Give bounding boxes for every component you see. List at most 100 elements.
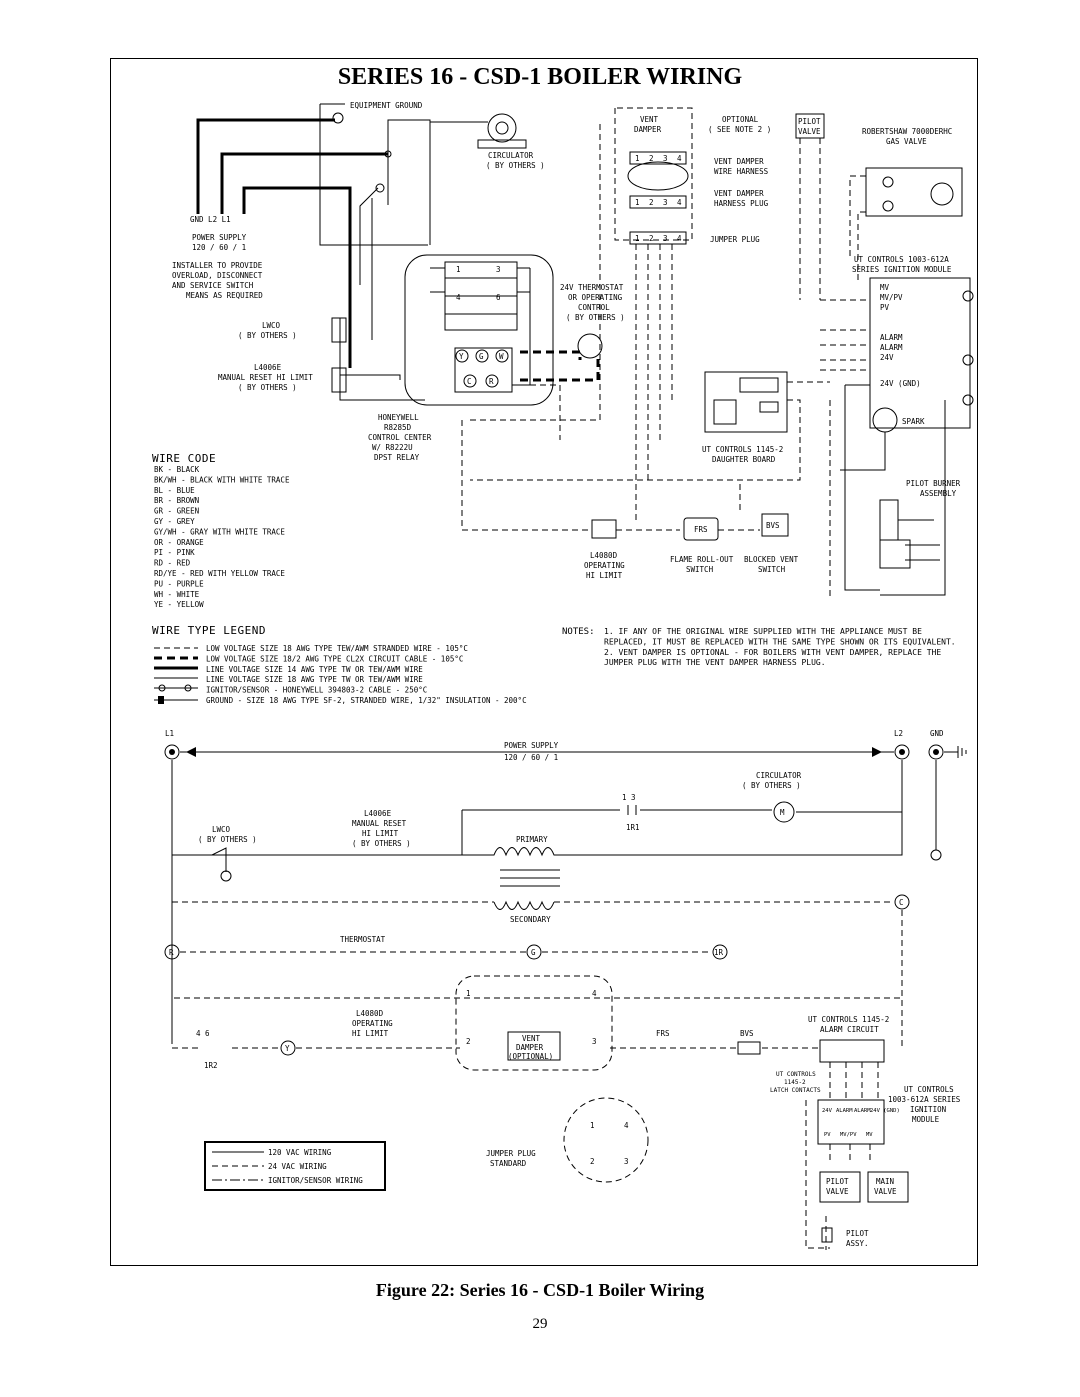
ladder-frs: FRS bbox=[656, 1029, 670, 1038]
note-line-1: REPLACED, IT MUST BE REPLACED WITH THE S… bbox=[604, 637, 956, 646]
ladder-main-valve-1: MAIN bbox=[876, 1177, 894, 1186]
pin-2-a: 2 bbox=[649, 154, 654, 163]
vent-damper-label-1: VENT bbox=[640, 115, 659, 124]
ladder-pilot-assy-1: PILOT bbox=[846, 1229, 869, 1238]
ut-1003-label-2: SERIES IGNITION MODULE bbox=[852, 265, 952, 274]
wire-type-item-2: LINE VOLTAGE SIZE 14 AWG TYPE TW OR TEW/… bbox=[206, 665, 423, 674]
pilot-burner-label-2: ASSEMBLY bbox=[920, 489, 957, 498]
circulator bbox=[430, 113, 527, 149]
pin-3-b: 3 bbox=[663, 198, 668, 207]
ladder-contact-13: 1 3 bbox=[622, 793, 636, 802]
ladder-pin-2: 2 bbox=[466, 1037, 471, 1046]
wire-type-item-3: LINE VOLTAGE SIZE 18 AWG TYPE TW OR TEW/… bbox=[206, 675, 423, 684]
honeywell-label-5: DPST RELAY bbox=[374, 453, 420, 462]
installer-note-1: INSTALLER TO PROVIDE bbox=[172, 261, 263, 270]
jumper-pin-1: 1 bbox=[590, 1121, 595, 1130]
ladder-pin-1: 1 bbox=[466, 989, 471, 998]
ladder-power-2: 120 / 60 / 1 bbox=[504, 753, 558, 762]
ladder-power-1: POWER SUPPLY bbox=[504, 741, 559, 750]
circulator-label-1: CIRCULATOR bbox=[488, 151, 534, 160]
wire-code-item-1: BK/WH - BLACK WITH WHITE TRACE bbox=[154, 475, 290, 484]
terminal-g: G bbox=[479, 352, 484, 361]
honeywell-control-center bbox=[404, 254, 603, 406]
jumper-pin-3: 3 bbox=[624, 1157, 629, 1166]
mod-term-alarm-1: ALARM bbox=[880, 333, 903, 342]
ladder-jumper-1: JUMPER PLUG bbox=[486, 1149, 536, 1158]
ladder-circulator-2: ( BY OTHERS ) bbox=[742, 781, 801, 790]
ut-1145-label-1: UT CONTROLS 1145-2 bbox=[702, 445, 783, 454]
thermostat-label-1: 24V THERMOSTAT bbox=[560, 283, 624, 292]
ladder-gnd: GND bbox=[930, 729, 944, 738]
note-line-0: 1. IF ANY OF THE ORIGINAL WIRE SUPPLIED … bbox=[604, 627, 922, 636]
frs-label: FRS bbox=[694, 525, 708, 534]
ladder-pilot-assy-2: ASSY. bbox=[846, 1239, 869, 1248]
ladder-jumper-2: STANDARD bbox=[490, 1159, 527, 1168]
ladder-l4080d-2: OPERATING bbox=[352, 1019, 393, 1028]
ladder-ut-alarm-1: UT CONTROLS 1145-2 bbox=[808, 1015, 889, 1024]
blocked-vent-label-1: BLOCKED VENT bbox=[744, 555, 799, 564]
blocked-vent-label-2: SWITCH bbox=[758, 565, 786, 574]
key-24vac: 24 VAC WIRING bbox=[268, 1162, 327, 1171]
lwco-label-2: ( BY OTHERS ) bbox=[238, 331, 297, 340]
wire-type-heading: WIRE TYPE LEGEND bbox=[152, 624, 266, 637]
wire-code-item-11: PU - PURPLE bbox=[154, 579, 204, 588]
vent-damper-label-2: DAMPER bbox=[634, 125, 662, 134]
vd-wire-harness-label-2: WIRE HARNESS bbox=[714, 167, 769, 176]
wire-code-item-2: BL - BLUE bbox=[154, 486, 195, 495]
ladder-vent-3: (OPTIONAL) bbox=[508, 1052, 553, 1061]
ut-1003-label-1: UT CONTROLS 1003-612A bbox=[854, 255, 949, 264]
wire-code-item-12: WH - WHITE bbox=[154, 590, 200, 599]
ladder-term-1r: 1R bbox=[714, 948, 724, 957]
mod-top-24v-gnd: 24V (GND) bbox=[870, 1108, 900, 1114]
wire-code-item-5: GY - GREY bbox=[154, 517, 195, 526]
pilot-valve-label-1: PILOT bbox=[798, 117, 821, 126]
pilot-burner-assembly bbox=[829, 400, 946, 600]
wire-code-item-13: YE - YELLOW bbox=[154, 600, 204, 609]
ignition-module bbox=[820, 277, 974, 591]
wire-code-item-8: PI - PINK bbox=[154, 548, 195, 557]
wire-type-item-1: LOW VOLTAGE SIZE 18/2 AWG TYPE CL2X CIRC… bbox=[206, 654, 463, 663]
l4006e-label-3: ( BY OTHERS ) bbox=[238, 383, 297, 392]
thermostat-label-4: ( BY OTHERS ) bbox=[566, 313, 625, 322]
installer-note-4: MEANS AS REQUIRED bbox=[186, 291, 263, 300]
pin-1-c: 1 bbox=[635, 234, 640, 243]
ladder-ut-module-3: IGNITION bbox=[910, 1105, 946, 1114]
robertshaw-label-1: ROBERTSHAW 7000DERHC bbox=[862, 127, 952, 136]
power-supply-wiring bbox=[196, 103, 431, 401]
wire-type-list: LOW VOLTAGE SIZE 18 AWG TYPE TEW/AWM STR… bbox=[206, 644, 527, 705]
pin-3-a: 3 bbox=[663, 154, 668, 163]
diagram-frame bbox=[110, 58, 978, 1266]
mod-top-alarm-1: ALARM bbox=[836, 1108, 853, 1114]
wire-code-item-4: GR - GREEN bbox=[154, 507, 199, 516]
relay-terminal-1: 1 bbox=[456, 265, 461, 274]
bvs-label: BVS bbox=[766, 521, 780, 530]
ladder-1r2: 1R2 bbox=[204, 1061, 218, 1070]
diagram-title: SERIES 16 - CSD-1 BOILER WIRING bbox=[338, 64, 743, 90]
wire-code-item-3: BR - BROWN bbox=[154, 496, 199, 505]
lwco-label-1: LWCO bbox=[262, 321, 281, 330]
ladder-l4006e-1: L4006E bbox=[364, 809, 392, 818]
mod-term-24v: 24V bbox=[880, 353, 894, 362]
flame-rollout-label-1: FLAME ROLL-OUT bbox=[670, 555, 734, 564]
ladder-pin-4: 4 bbox=[592, 989, 597, 998]
ladder-wiring bbox=[164, 744, 967, 1250]
circulator-label-2: ( BY OTHERS ) bbox=[486, 161, 545, 170]
optional-label-1: OPTIONAL bbox=[722, 115, 759, 124]
mod-top-24v: 24V bbox=[822, 1108, 833, 1114]
honeywell-label-2: R8285D bbox=[384, 423, 412, 432]
key-120vac: 120 VAC WIRING bbox=[268, 1148, 332, 1157]
wire-type-item-4: IGNITOR/SENSOR - HONEYWELL 394803-2 CABL… bbox=[206, 686, 427, 695]
equipment-ground-label: EQUIPMENT GROUND bbox=[350, 101, 423, 110]
terminal-w: W bbox=[499, 352, 504, 361]
ladder-l4080d-3: HI LIMIT bbox=[352, 1029, 389, 1038]
notes-label: NOTES: bbox=[562, 627, 595, 637]
power-supply-label-2: 120 / 60 / 1 bbox=[192, 243, 246, 252]
ladder-term-r: R bbox=[169, 948, 174, 957]
thermostat-label-2: OR OPERATING bbox=[568, 293, 623, 302]
pin-3-c: 3 bbox=[663, 234, 668, 243]
ladder-latch-2: 1145-2 bbox=[784, 1079, 806, 1086]
installer-note-3: AND SERVICE SWITCH bbox=[172, 281, 254, 290]
pin-2-c: 2 bbox=[649, 234, 654, 243]
pin-4-b: 4 bbox=[677, 198, 682, 207]
mod-term-24v-gnd: 24V (GND) bbox=[880, 379, 921, 388]
